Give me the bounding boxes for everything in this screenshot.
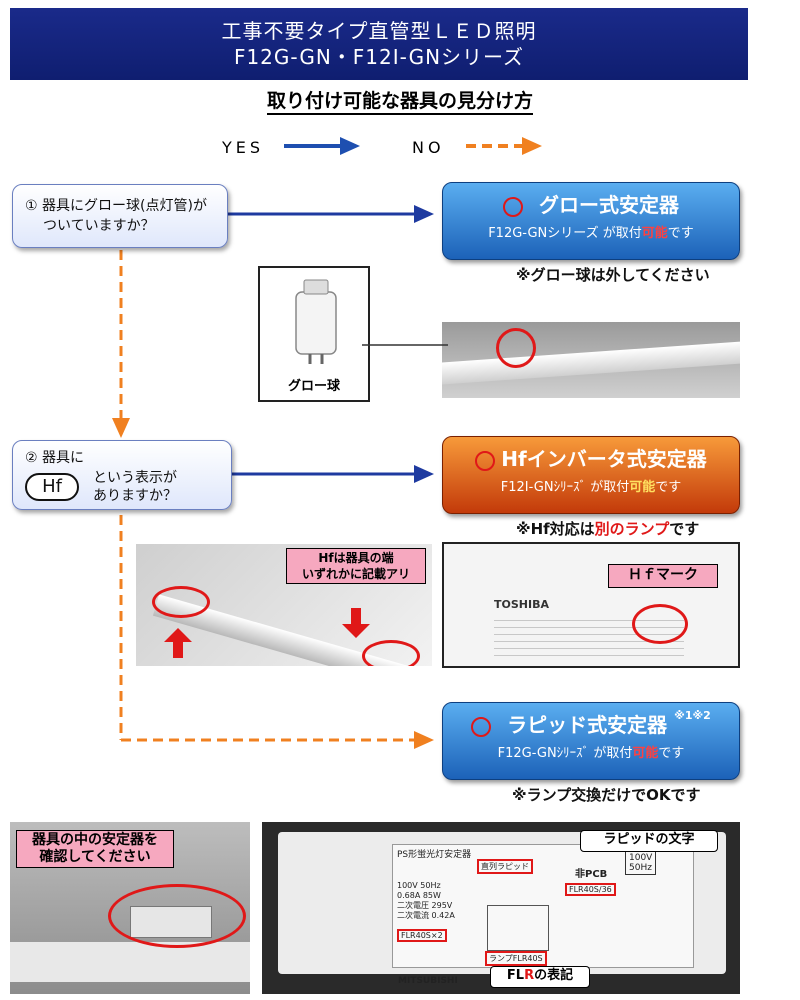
hf-label-brand: TOSHIBA (494, 598, 549, 611)
question-2-text-line3: ありますか？ (93, 488, 177, 504)
flr-box-2: FLR40S×2 (397, 929, 447, 942)
glow-lamp-label: グロー球 (287, 379, 340, 394)
ok-circle-icon (471, 716, 492, 737)
hf-location-tag: Hfは器具の端いずれかに記載アリ (286, 548, 426, 584)
header-banner: 工事不要タイプ直管型ＬＥＤ照明 F12G-GN・F12I-GNシリーズ (10, 8, 748, 80)
inside-fixture-photo: 器具の中の安定器を確認してください (10, 822, 250, 994)
fixture-photo-hf: Hfは器具の端いずれかに記載アリ (136, 544, 432, 666)
hf-end-ring-left (152, 586, 210, 618)
result-rapid-title: ラピッド式安定器 (507, 713, 668, 737)
ballast-highlight-ring (108, 884, 246, 948)
rapid-word-box: 直列ラピッド (477, 859, 533, 874)
header-series: F12G-GN・F12I-GNシリーズ (233, 45, 525, 69)
ballast-brand: MITSUBISHI (398, 976, 458, 986)
ok-circle-icon (503, 196, 523, 217)
result-rapid-ballast: ラピッド式安定器 ※1※2 F12G-GNｼﾘｰｽﾞ が取付可能です (442, 702, 740, 780)
header-title: 工事不要タイプ直管型ＬＥＤ照明 (221, 19, 537, 43)
result-hf-title: Hfインバータ式安定器 (501, 447, 707, 471)
question-2-box: ② 器具に Hf という表示がありますか？ (12, 440, 232, 510)
result-rapid-note: ※ランプ交換だけでOKです (512, 786, 701, 804)
question-2-text-line2: という表示が (93, 470, 177, 486)
question-1-number: ① (25, 198, 38, 214)
legend-yes-label: YES (222, 138, 265, 157)
hf-mark-badge: Hf (25, 473, 79, 501)
hf-mark-photo: Ｈｆマーク TOSHIBA (442, 542, 740, 668)
inside-check-tag: 器具の中の安定器を確認してください (16, 830, 174, 868)
wiring-diagram (487, 905, 549, 951)
glow-starter-icon (295, 279, 337, 364)
result-glow-note: ※グロー球は外してください (516, 266, 710, 284)
arrow-up-icon (164, 628, 192, 658)
glow-lamp-photo: グロー球 (258, 266, 370, 402)
result-rapid-subtext: F12G-GNｼﾘｰｽﾞ が取付可能です (497, 746, 685, 761)
question-2-number: ② (25, 450, 38, 466)
legend-no-arrow (466, 137, 542, 155)
hf-mark-ring (632, 604, 688, 644)
connector-line (362, 344, 448, 346)
question-1-box: ① 器具にグロー球(点灯管)が ついていますか？ (12, 184, 228, 248)
question-2-text-line1: 器具に (42, 450, 85, 466)
rapid-text-label: ラピッドの文字 (580, 830, 718, 852)
question-1-text-line2: ついていますか？ (43, 218, 155, 234)
starter-highlight-ring (496, 328, 536, 368)
ok-circle-icon (475, 450, 496, 471)
flr-notation-label: FLRの表記 (490, 966, 590, 988)
legend-no-label: NO (412, 138, 445, 157)
fixture-photo-glow (442, 322, 740, 398)
result-rapid-marks: ※1※2 (674, 709, 711, 722)
result-glow-subtext: F12G-GNシリーズ が取付可能です (488, 226, 694, 241)
hf-end-ring-right (362, 640, 420, 666)
hf-mark-tag: Ｈｆマーク (608, 564, 718, 588)
fixture-tube (442, 341, 740, 385)
result-hf-subtext: F12I-GNｼﾘｰｽﾞ が取付可能です (500, 480, 682, 495)
page-subtitle: 取り付け可能な器具の見分け方 (0, 86, 800, 115)
result-glow-ballast: グロー式安定器 F12G-GNシリーズ が取付可能です (442, 182, 740, 260)
result-glow-title: グロー式安定器 (539, 193, 679, 217)
result-hf-ballast: Hfインバータ式安定器 F12I-GNｼﾘｰｽﾞ が取付可能です (442, 436, 740, 514)
arrow-down-icon (342, 608, 370, 638)
question-1-text-line1: 器具にグロー球(点灯管)が (42, 198, 207, 214)
flr-box-3: ランプFLR40S (485, 951, 547, 966)
fixture-tray (10, 942, 250, 982)
flr-box-1: FLR40S/36 (565, 883, 616, 896)
legend-yes-arrow (284, 137, 360, 155)
result-hf-note: ※Hf対応は別のランプです (516, 520, 700, 538)
